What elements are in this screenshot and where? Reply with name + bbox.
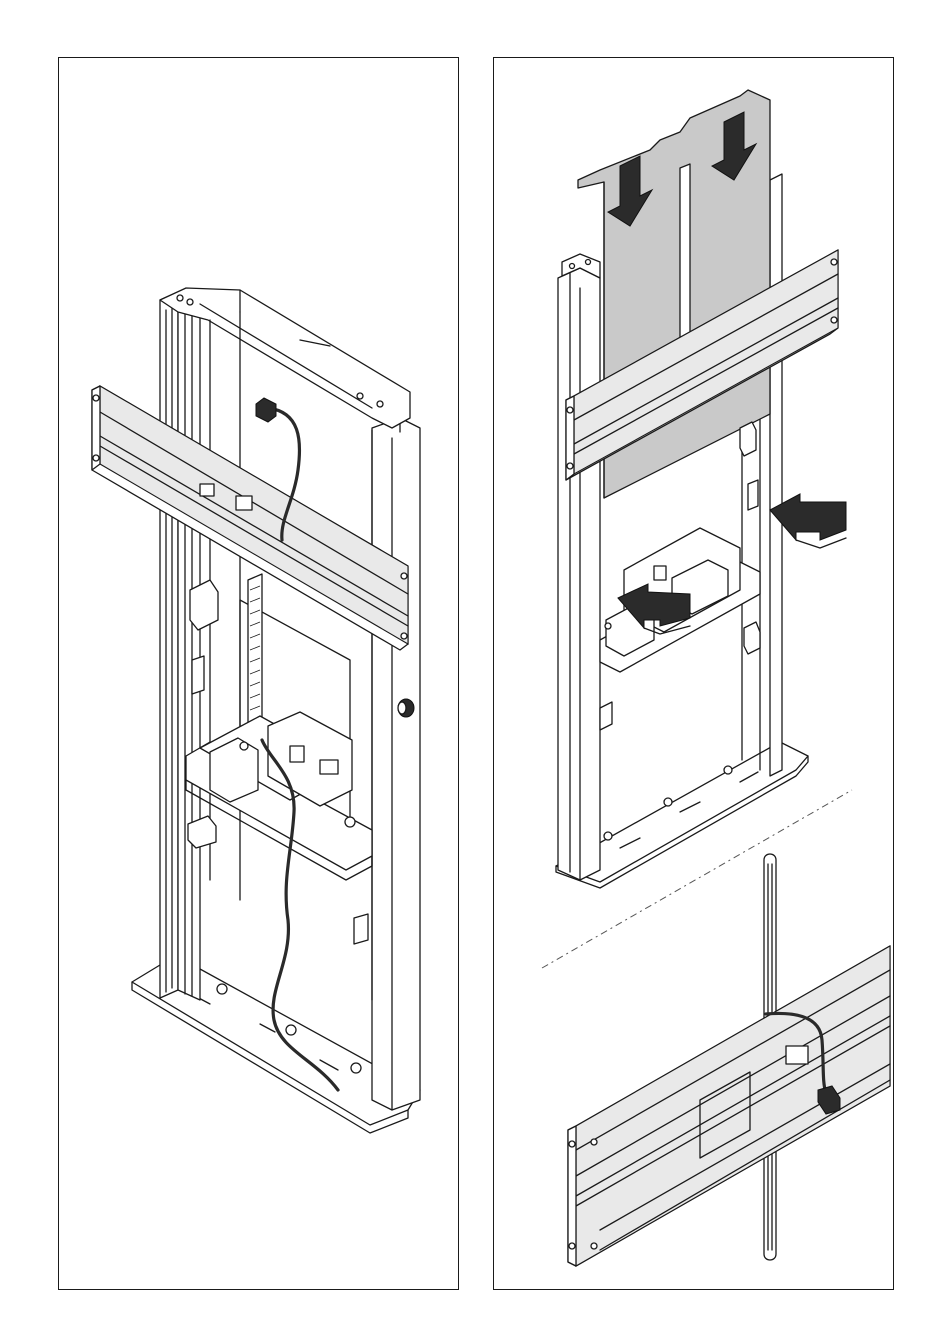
right-column: [372, 418, 420, 1110]
switch-icon: [290, 746, 304, 762]
bracket-left: [190, 580, 218, 630]
left-column-front: [160, 292, 178, 998]
rail-slot-detail: [786, 1046, 808, 1064]
rail-slot: [236, 496, 252, 510]
right-assembly: [542, 90, 890, 1266]
right-right-column: [770, 174, 782, 776]
left-column-side: [178, 292, 200, 1000]
left-assembly: [92, 288, 420, 1133]
power-connector-icon: [256, 398, 276, 422]
right-left-column: [558, 268, 600, 880]
